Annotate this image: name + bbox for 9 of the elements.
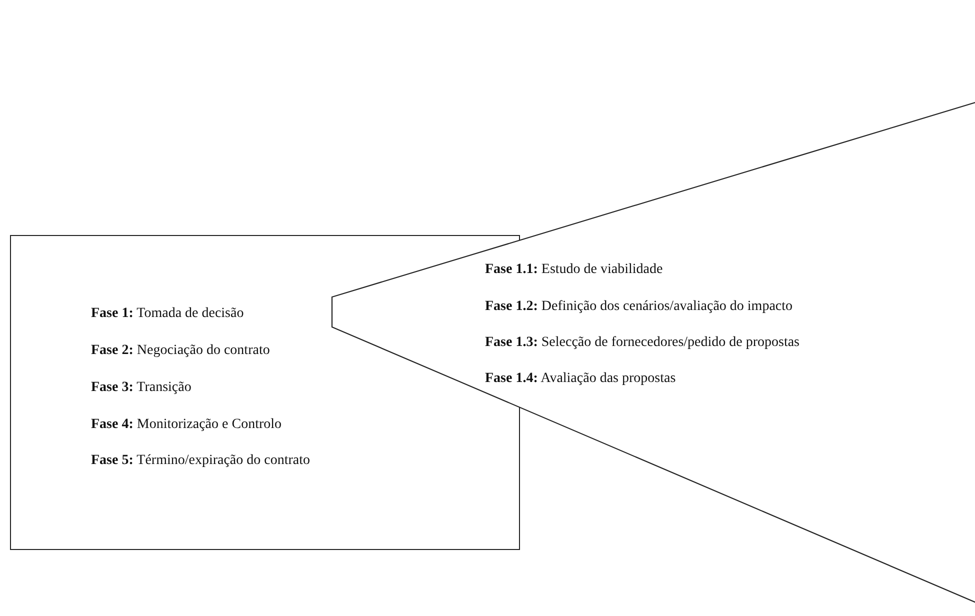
phase-label: Fase 1.2: Definição dos cenários/avaliação do impacto bbox=[485, 298, 793, 315]
phase-label: Fase 1.1: Estudo de viabilidade bbox=[485, 261, 663, 278]
phase-label: Fase 3: Transição bbox=[91, 379, 192, 396]
phase-label: Fase 5: Término/expiração do contrato bbox=[91, 452, 310, 469]
phase-label: Fase 1: Tomada de decisão bbox=[91, 305, 244, 322]
phase-label: Fase 1.4: Avaliação das propostas bbox=[485, 370, 676, 387]
phase-label: Fase 2: Negociação do contrato bbox=[91, 342, 270, 359]
phase-label: Fase 4: Monitorização e Controlo bbox=[91, 416, 282, 433]
phase-label: Fase 1.3: Selecção de fornecedores/pedido de propostas bbox=[485, 334, 800, 351]
